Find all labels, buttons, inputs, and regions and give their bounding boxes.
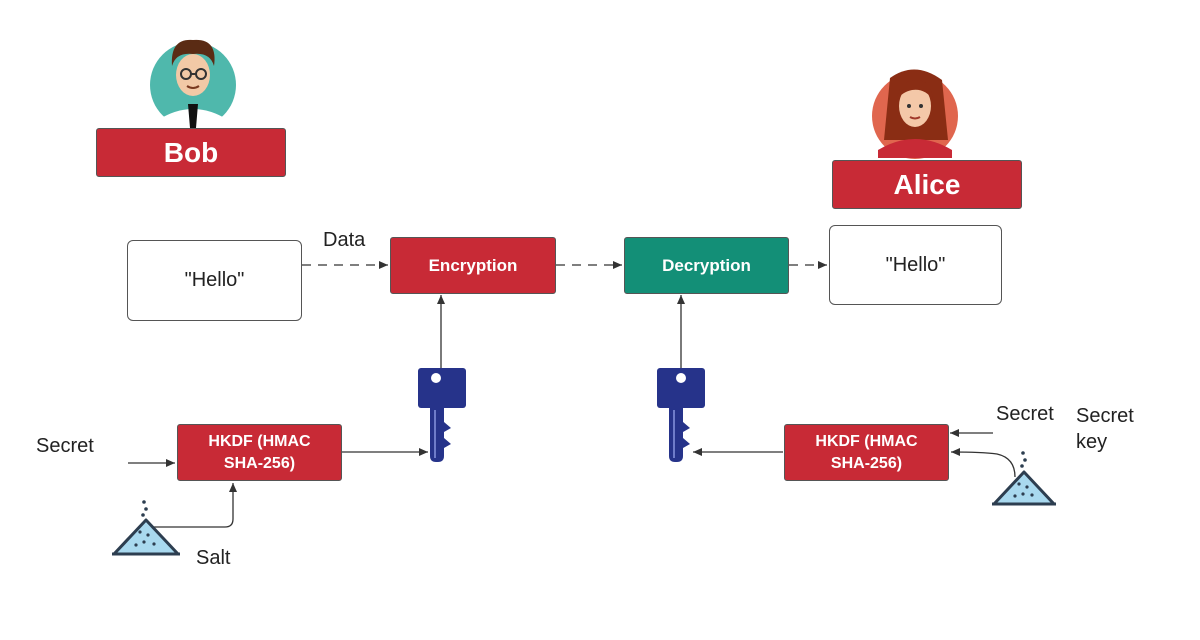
bob-message-box: "Hello"	[127, 240, 302, 321]
alice-avatar-icon	[872, 69, 958, 159]
alice-name-banner: Alice	[832, 160, 1022, 209]
bob-secret-label: Secret	[36, 435, 94, 457]
salt-pile-icon	[112, 500, 180, 556]
decryption-box: Decryption	[624, 237, 789, 294]
alice-secret-label: Secret	[996, 403, 1054, 425]
key-icon	[418, 368, 466, 462]
bob-name-banner: Bob	[96, 128, 286, 177]
alice-secret-key-label: Secret key	[1076, 405, 1134, 453]
bob-avatar-icon	[150, 39, 236, 128]
bob-salt-label: Salt	[196, 547, 231, 569]
key-icon	[657, 368, 705, 462]
alice-message-box: "Hello"	[829, 225, 1002, 305]
data-label: Data	[323, 229, 366, 251]
salt-pile-icon	[992, 451, 1056, 506]
encryption-box: Encryption	[390, 237, 556, 294]
bob-hkdf-box: HKDF (HMAC SHA-256)	[177, 424, 342, 481]
bob-salt-connector	[152, 483, 237, 528]
alice-salt-connector	[950, 448, 1016, 478]
alice-hkdf-box: HKDF (HMAC SHA-256)	[784, 424, 949, 481]
